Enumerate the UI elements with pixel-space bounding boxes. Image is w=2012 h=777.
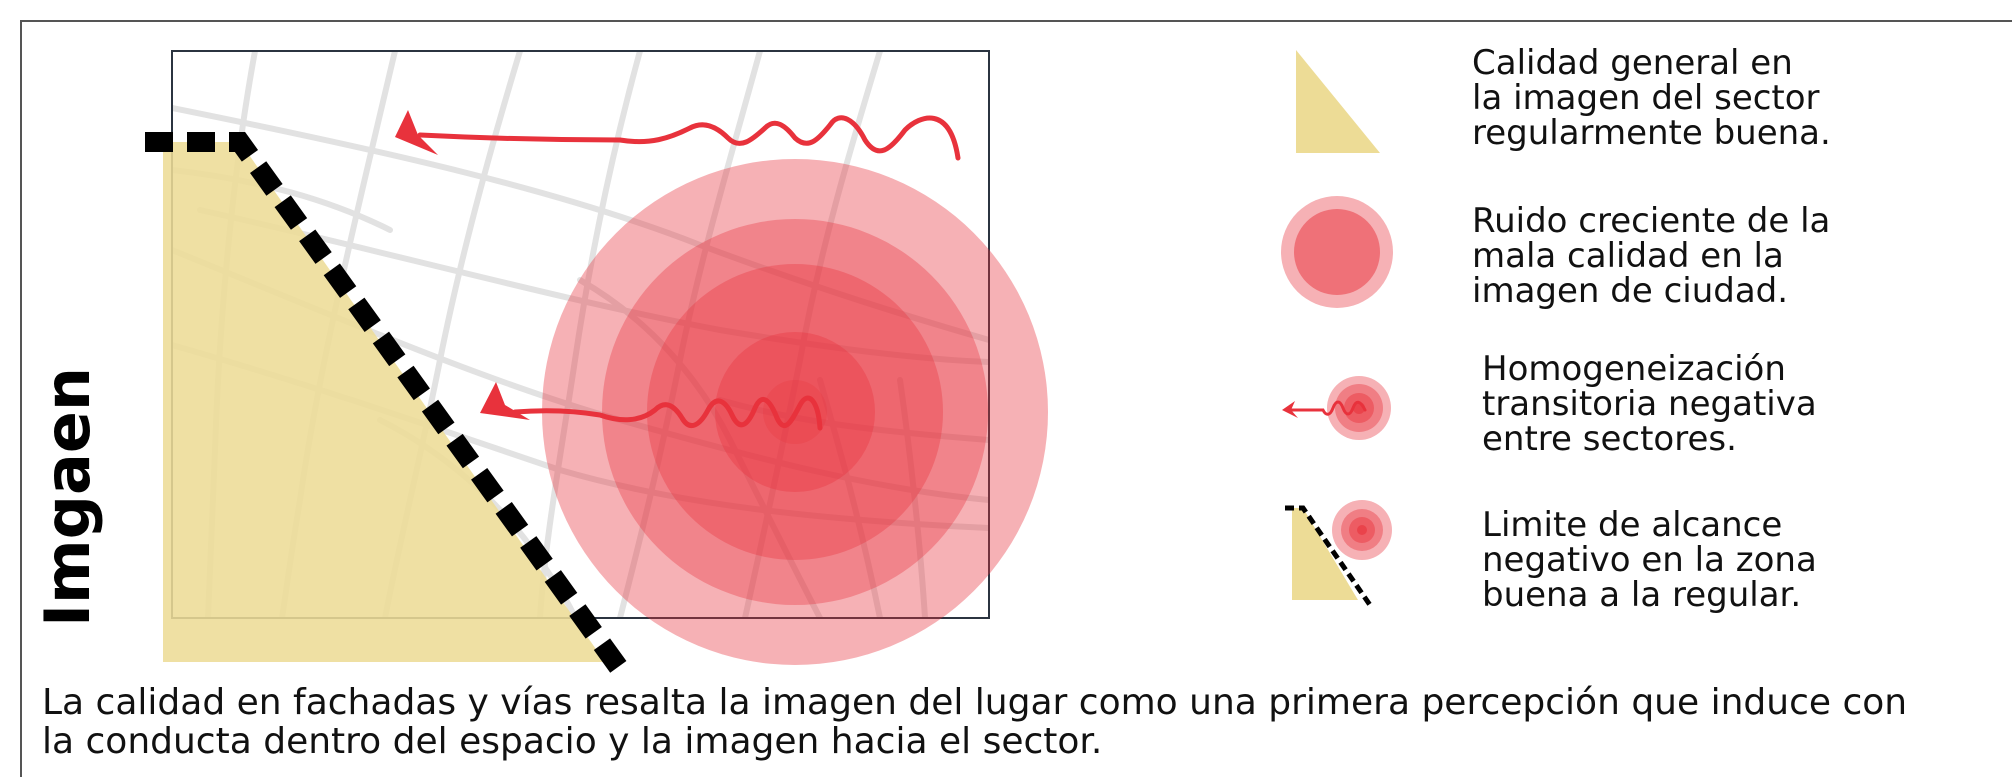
legend-line: Calidad general en xyxy=(1472,43,1793,83)
legend-line: Homogeneización xyxy=(1482,349,1786,389)
wavy-arrow-middle xyxy=(480,382,823,431)
legend-line: regularmente buena. xyxy=(1472,113,1831,153)
legend-text-homogenization: Homogeneización transitoria negativa ent… xyxy=(1482,352,1817,457)
good-zone-triangle xyxy=(163,142,605,662)
legend-line: negativo en la zona xyxy=(1482,540,1817,580)
dashed-limit-icon xyxy=(1285,500,1392,607)
legend-line: buena a la regular. xyxy=(1482,575,1802,615)
vertical-title: Imgaen xyxy=(31,366,104,628)
legend-line: mala calidad en la xyxy=(1472,236,1784,276)
legend-line: imagen de ciudad. xyxy=(1472,271,1789,311)
legend-text-noise: Ruido creciente de la mala calidad en la… xyxy=(1472,204,1830,309)
legend-line: transitoria negativa xyxy=(1482,384,1817,424)
legend-line: entre sectores. xyxy=(1482,419,1737,459)
wavy-arrow-icon xyxy=(1282,376,1391,440)
legend-line: la imagen del sector xyxy=(1472,78,1820,118)
wavy-arrow-top xyxy=(395,110,961,161)
legend-line: Limite de alcance xyxy=(1482,505,1783,545)
legend-text-limit: Limite de alcance negativo en la zona bu… xyxy=(1482,508,1817,613)
red-circle-icon xyxy=(1281,196,1393,308)
legend-text-quality: Calidad general en la imagen del sector … xyxy=(1472,46,1831,151)
caption-line: La calidad en fachadas y vías resalta la… xyxy=(42,682,1908,723)
yellow-triangle-icon xyxy=(1296,50,1380,153)
outer-frame xyxy=(20,20,2012,777)
caption-line: la conducta dentro del espacio y la imag… xyxy=(42,721,1103,762)
legend-line: Ruido creciente de la xyxy=(1472,201,1831,241)
caption: La calidad en fachadas y vías resalta la… xyxy=(42,683,1907,761)
limit-dashed-line xyxy=(145,132,631,678)
